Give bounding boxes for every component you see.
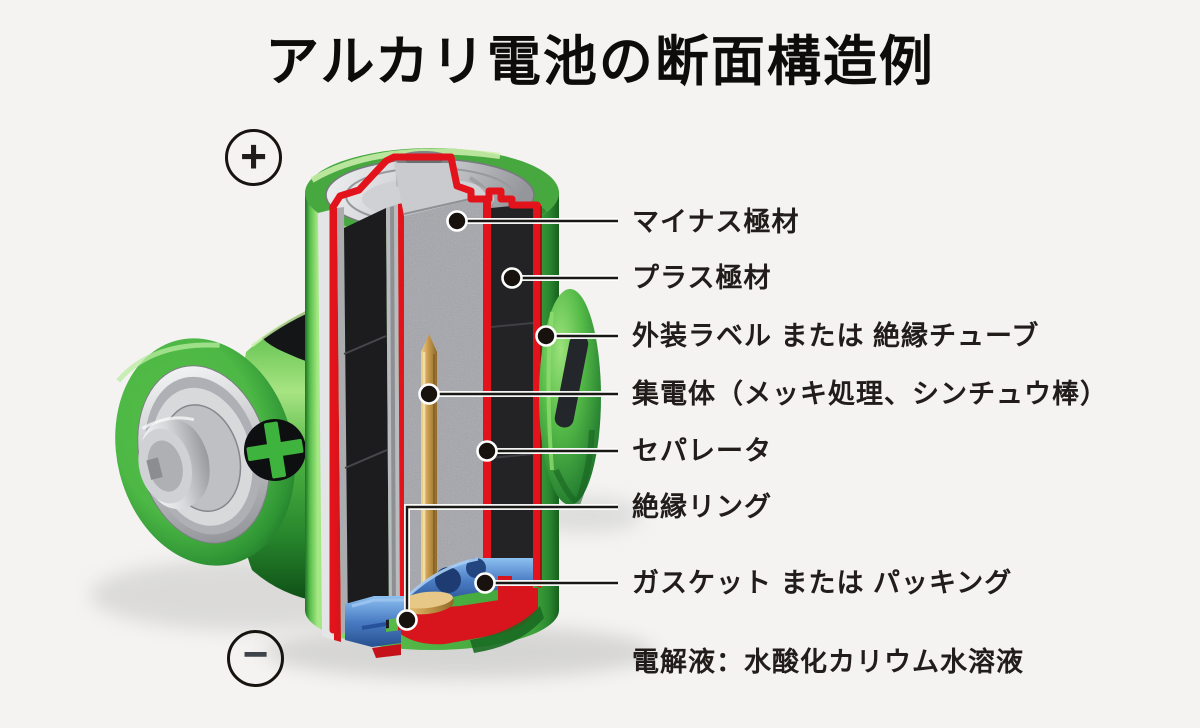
leader-line [405, 505, 618, 620]
page-title: アルカリ電池の断面構造例 [265, 32, 935, 92]
gasket-blue-left-chunk [345, 596, 407, 647]
negative-terminal-badge: − [227, 630, 284, 687]
label-current-collector: 集電体（メッキ処理、シンチュウ棒） [632, 379, 1108, 409]
positive-terminal-badge: + [225, 129, 282, 186]
rear-dome-black-band [554, 334, 589, 428]
gasket-assembly [345, 557, 544, 658]
electrolyte-note: 電解液：水酸化カリウム水溶液 [632, 647, 1024, 677]
label-outer-label-tube: 外装ラベル または 絶縁チューブ [632, 321, 1040, 351]
label-negative-electrode: マイナス極材 [632, 207, 800, 237]
current-collector-pin [421, 334, 437, 598]
label-gasket-packing: ガスケット または パッキング [632, 568, 1013, 598]
horizontal-battery [115, 300, 340, 602]
label-separator: セパレータ [632, 436, 772, 466]
leader-dot [396, 609, 418, 631]
leader-dot [501, 267, 523, 289]
insulation-ring-red-lip [372, 644, 401, 658]
cathode-slab-left [344, 208, 389, 634]
plus-icon: + [240, 129, 267, 182]
leader-dot [474, 572, 496, 594]
anode-core [404, 200, 487, 596]
leader-lines [396, 210, 618, 631]
leader-dot [476, 440, 498, 462]
label-insulation-ring: 絶縁リング [632, 492, 772, 522]
label-positive-electrode: プラス極材 [632, 263, 772, 293]
leader-dot [446, 210, 468, 232]
leader-dot [535, 325, 557, 347]
leader-dot [418, 383, 440, 405]
minus-icon: − [242, 629, 269, 679]
plus-mark-on-battery [244, 419, 306, 481]
plus-mark-cross [246, 421, 304, 479]
red-can-outline [329, 153, 541, 634]
